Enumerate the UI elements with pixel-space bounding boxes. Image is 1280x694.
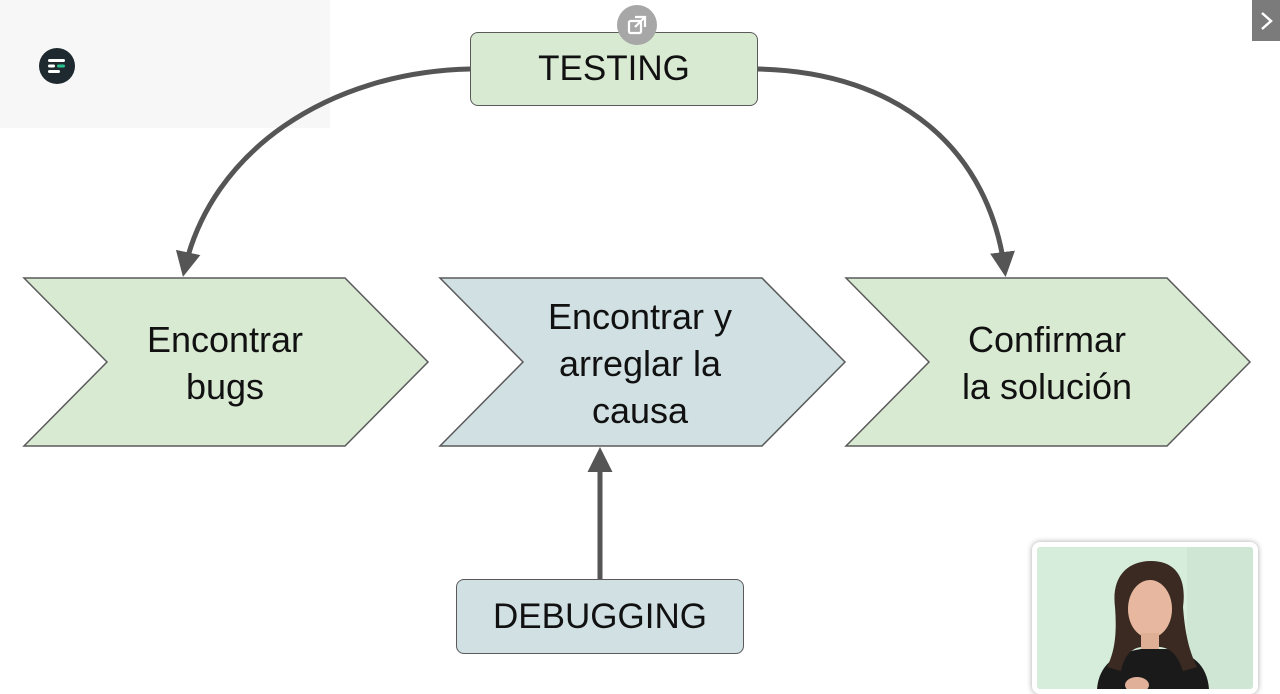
webcam-video[interactable]	[1032, 542, 1258, 694]
step-chevron-fix-cause	[438, 277, 847, 447]
step-line: bugs	[185, 366, 265, 407]
step-line: la solución	[961, 366, 1133, 407]
step-label-fix-cause: Encontrar y arreglar la causa	[475, 278, 805, 448]
step-label-find-bugs: Encontrar bugs	[60, 278, 390, 448]
arrow-testing-to-confirm	[757, 66, 1015, 277]
app-logo-icon	[39, 48, 75, 84]
step-line: Confirmar	[967, 319, 1126, 360]
step-line: arreglar la	[558, 342, 722, 384]
step-chevron-find-bugs	[22, 277, 430, 447]
debugging-label: DEBUGGING	[493, 596, 707, 636]
presenter-video-frame	[1037, 547, 1253, 689]
step-chevron-confirm-fix	[844, 277, 1252, 447]
popout-icon	[627, 15, 647, 35]
debugging-box: DEBUGGING	[456, 579, 744, 654]
testing-label: TESTING	[538, 49, 690, 88]
close-icon	[1261, 11, 1273, 30]
close-button[interactable]	[1252, 0, 1280, 41]
popout-button[interactable]	[617, 5, 657, 45]
step-line: causa	[591, 389, 689, 431]
testing-box: TESTING	[470, 32, 758, 106]
logo-area	[0, 0, 330, 128]
arrow-testing-to-find-bugs	[175, 66, 471, 277]
step-label-confirm-fix: Confirmar la solución	[882, 278, 1212, 448]
step-line: Encontrar y	[547, 295, 733, 337]
step-line: Encontrar	[146, 319, 304, 360]
